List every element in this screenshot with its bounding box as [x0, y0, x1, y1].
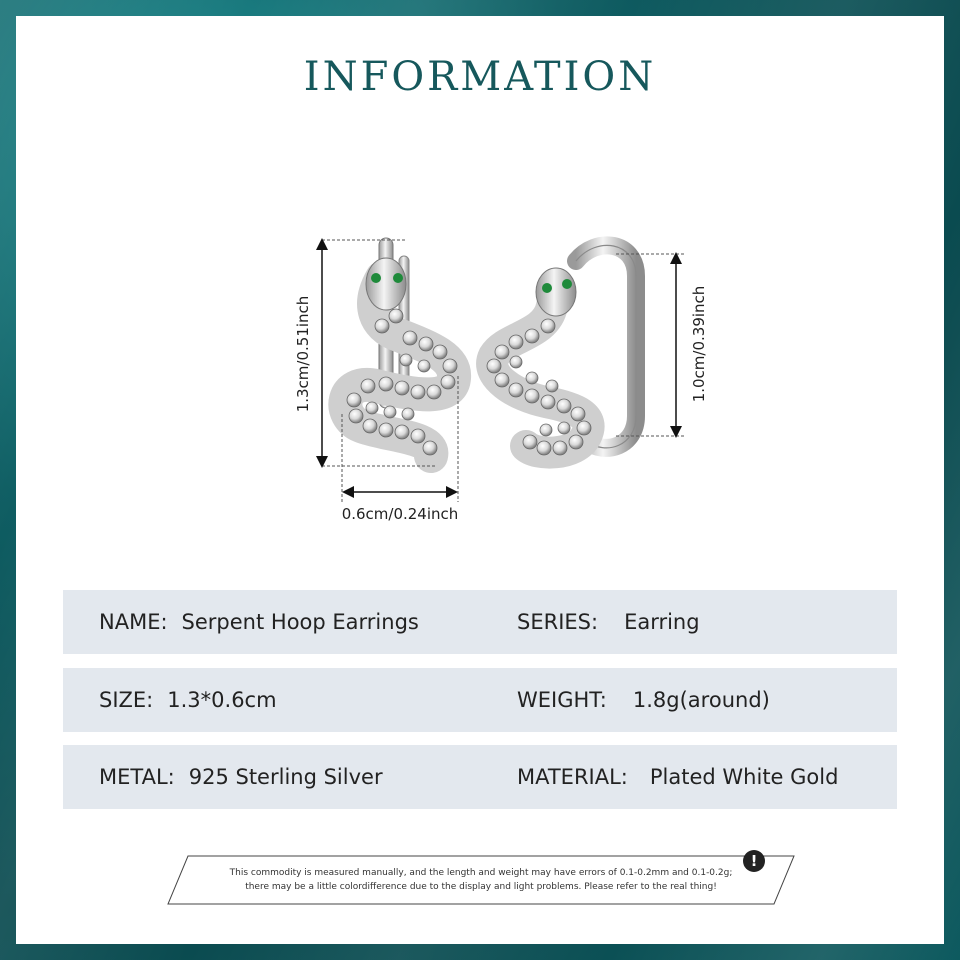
dimension-height-left-label: 1.3cm/0.51inch	[294, 296, 312, 413]
dimension-width-bottom	[341, 376, 459, 502]
series-label: SERIES:	[517, 610, 599, 634]
weight-field: WEIGHT: 1.8g(around)	[517, 668, 770, 732]
dimension-height-left	[316, 238, 436, 468]
material-field: MATERIAL: Plated White Gold	[517, 745, 838, 809]
name-field: NAME: Serpent Hoop Earrings	[99, 590, 419, 654]
page-title: INFORMATION	[303, 54, 657, 100]
disclaimer-text: This commodity is measured manually, and…	[196, 866, 766, 894]
series-field: SERIES: Earring	[517, 590, 700, 654]
dimension-height-right	[616, 252, 686, 438]
left-earring	[328, 237, 471, 473]
disclaimer-line-1: This commodity is measured manually, and…	[229, 868, 733, 878]
size-value-text: 1.3*0.6cm	[167, 688, 277, 712]
material-label: MATERIAL:	[517, 765, 628, 789]
disclaimer-box: ! This commodity is measured manually, a…	[166, 850, 796, 906]
name-label: NAME:	[99, 610, 168, 634]
info-panel: INFORMATION	[16, 16, 944, 944]
earrings-illustration: 1.3cm/0.51inch 0.6cm/0.24inch 1.0cm/0.39…	[294, 236, 708, 523]
weight-value: 1.8g(around)	[632, 688, 770, 712]
info-row-metal-material: METAL: 925 Sterling Silver MATERIAL: Pla…	[63, 745, 897, 809]
weight-label: WEIGHT:	[517, 688, 607, 712]
name-value: Serpent Hoop Earrings	[181, 610, 419, 634]
material-value: Plated White Gold	[649, 765, 839, 789]
size-field: SIZE: 1.3*0.6cm	[99, 668, 277, 732]
disclaimer-line-2: there may be a little colordifference du…	[245, 882, 717, 892]
metal-label: METAL:	[99, 765, 175, 789]
disclaimer-border	[167, 855, 795, 905]
info-row-size-weight: SIZE: 1.3*0.6cm WEIGHT: 1.8g(around)	[63, 668, 897, 732]
info-row-name-series: NAME: Serpent Hoop Earrings SERIES: Earr…	[63, 590, 897, 654]
metal-value: 925 Sterling Silver	[188, 765, 383, 789]
right-earring	[476, 236, 645, 469]
size-label: SIZE:	[99, 688, 154, 712]
series-value: Earring	[624, 610, 700, 634]
dimension-width-bottom-label: 0.6cm/0.24inch	[342, 505, 459, 523]
alert-icon: !	[743, 850, 765, 872]
metal-field: METAL: 925 Sterling Silver	[99, 745, 383, 809]
dimension-height-right-label: 1.0cm/0.39inch	[690, 286, 708, 403]
